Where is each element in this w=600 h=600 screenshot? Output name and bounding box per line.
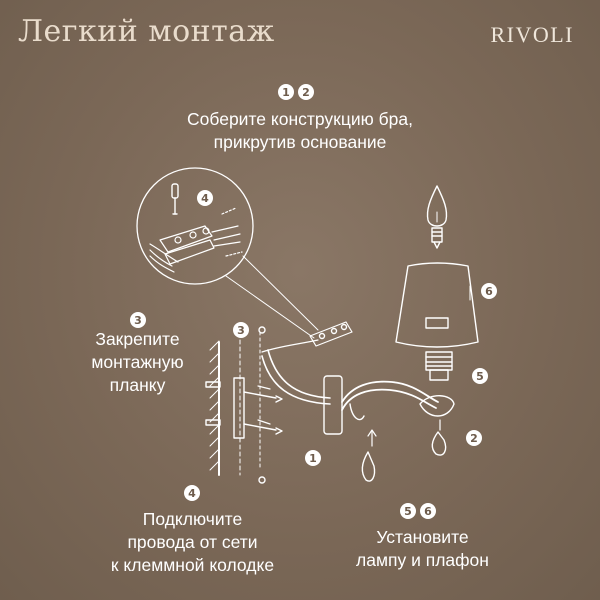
page-title: Легкий монтаж <box>18 14 275 49</box>
marker-shade: 6 <box>481 283 497 299</box>
step-line: Закрепите <box>95 329 180 349</box>
step-line: Подключите <box>142 509 243 529</box>
step-line: планку <box>109 375 166 395</box>
step-badge: 4 <box>184 485 200 501</box>
step-connect-badges: 4 <box>184 485 200 501</box>
mounting-plate-icon <box>233 326 283 484</box>
step-badge: 6 <box>420 503 436 519</box>
terminal-zoom-callout <box>136 167 319 339</box>
marker-badge: 4 <box>197 190 213 206</box>
wall-icon <box>205 340 221 476</box>
step-line: лампу и плафон <box>356 550 489 570</box>
marker-badge: 2 <box>466 430 482 446</box>
step-assemble-text: Соберите конструкцию бра, прикрутив осно… <box>140 108 460 154</box>
step-line: монтажную <box>91 352 184 372</box>
candle-bulb-icon <box>426 185 448 249</box>
step-plate-text: Закрепите монтажную планку <box>70 328 205 397</box>
step-connect-text: Подключите провода от сети к клеммной ко… <box>70 508 315 577</box>
marker-badge: 6 <box>481 283 497 299</box>
brand-logo: RIVOLI <box>490 22 574 47</box>
marker-socket: 5 <box>472 368 488 384</box>
lamp-shade-icon <box>395 262 479 348</box>
step-lamp-text: Установите лампу и плафон <box>340 526 505 572</box>
step-badge: 1 <box>278 84 294 100</box>
step-line: Соберите конструкцию бра, <box>187 109 413 129</box>
lamp-socket-icon <box>425 351 453 381</box>
step-assemble-badges: 1 2 <box>278 84 314 100</box>
step-lamp-badges: 5 6 <box>400 503 436 519</box>
marker-crystal: 2 <box>466 430 482 446</box>
step-line: провода от сети <box>127 532 258 552</box>
sconce-arm-icon <box>261 321 455 435</box>
step-plate-badges: 3 <box>130 312 146 328</box>
step-line: прикрутив основание <box>213 132 387 152</box>
marker-plate: 3 <box>233 322 249 338</box>
marker-badge: 1 <box>305 450 321 466</box>
step-badge: 3 <box>130 312 146 328</box>
marker-badge: 3 <box>233 322 249 338</box>
crystal-drop-icon <box>361 419 447 482</box>
step-badge: 5 <box>400 503 416 519</box>
marker-terminal: 4 <box>197 190 213 206</box>
marker-arm: 1 <box>305 450 321 466</box>
step-badge: 2 <box>298 84 314 100</box>
screwdriver-icon <box>171 183 179 215</box>
terminal-block-icon <box>149 207 243 273</box>
step-line: к клеммной колодке <box>110 555 275 575</box>
marker-badge: 5 <box>472 368 488 384</box>
direction-arrows <box>257 385 271 425</box>
step-line: Установите <box>376 527 469 547</box>
